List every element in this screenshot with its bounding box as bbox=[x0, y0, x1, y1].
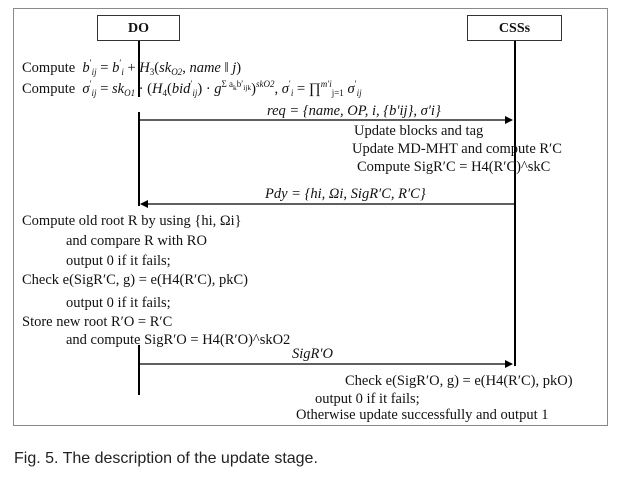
final-step-2: output 0 if it fails; bbox=[315, 391, 420, 407]
verify-step-4: Check e(SigR′C, g) = e(H4(R′C), pkC) bbox=[22, 272, 248, 288]
verify-step-7: and compute SigR′O = H4(R′O)^skO2 bbox=[66, 332, 291, 348]
verify-step-6: Store new root R′O = R′C bbox=[22, 314, 173, 330]
verify-step-1: Compute old root R by using {hi, Ωi} bbox=[22, 213, 242, 229]
css-step-1: Update blocks and tag bbox=[354, 123, 484, 139]
lifeline-do-lower bbox=[138, 112, 140, 206]
final-step-3: Otherwise update successfully and output… bbox=[296, 407, 549, 423]
final-step-1: Check e(SigR′O, g) = e(H4(R′C), pkO) bbox=[345, 373, 573, 389]
do-compute-1: Compute b′ij = b′i + H3(skO2, name ‖ j) bbox=[22, 58, 242, 77]
message-req: req = {name, OP, i, {b′ij}, σ′i} bbox=[267, 103, 441, 119]
verify-step-5: output 0 if it fails; bbox=[66, 295, 171, 311]
css-step-2: Update MD-MHT and compute R′C bbox=[352, 141, 562, 157]
lifeline-csss bbox=[514, 41, 516, 366]
verify-step-2: and compare R with RO bbox=[66, 233, 207, 249]
css-step-3: Compute SigR′C = H4(R′C)^skC bbox=[357, 159, 551, 175]
diagram-frame bbox=[13, 8, 608, 426]
lifeline-do-bottom bbox=[138, 345, 140, 395]
figure-caption: Fig. 5. The description of the update st… bbox=[14, 450, 318, 467]
actor-csss: CSSs bbox=[467, 15, 562, 41]
actor-do: DO bbox=[97, 15, 180, 41]
lifeline-do bbox=[138, 41, 140, 97]
verify-step-3: output 0 if it fails; bbox=[66, 253, 171, 269]
message-sig: SigR′O bbox=[292, 346, 334, 362]
message-pdy: Pdy = {hi, Ωi, SigR′C, R′C} bbox=[265, 186, 426, 202]
do-compute-2: Compute σ′ij = skO1 · (H4(bid′ij) · gΣ a… bbox=[22, 79, 362, 98]
